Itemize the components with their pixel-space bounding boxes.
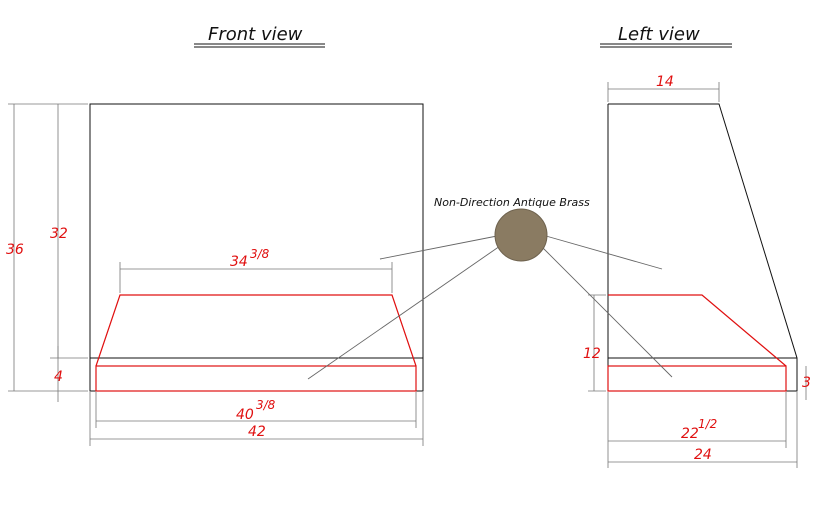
left-trim-slope — [608, 294, 787, 367]
left-view-title: Left view — [618, 24, 700, 45]
leader-line-1 — [379, 235, 498, 260]
leader-line-4 — [542, 247, 673, 378]
leader-line-2 — [307, 245, 501, 380]
front-inner-width-whole: 34 — [230, 254, 248, 270]
left-lower-height: 12 — [583, 346, 601, 362]
left-total-depth: 24 — [694, 447, 712, 463]
left-outline — [607, 103, 798, 392]
front-band-width-whole: 40 — [236, 407, 254, 423]
left-view: 14 12 3 22 1/2 24 — [583, 74, 811, 468]
finish-callout: Non-Direction Antique Brass — [307, 196, 673, 380]
left-top-depth: 14 — [656, 74, 674, 90]
finish-label: Non-Direction Antique Brass — [434, 196, 590, 209]
front-trim-trapezoid — [95, 294, 417, 367]
left-trim-band — [607, 365, 787, 392]
front-total-width: 42 — [248, 424, 266, 440]
front-view: 36 32 4 34 3/8 40 3/8 42 — [6, 103, 424, 446]
left-band-depth-frac: 1/2 — [698, 417, 717, 431]
front-inner-width-frac: 3/8 — [250, 247, 270, 261]
finish-swatch — [494, 208, 548, 262]
front-band-width-frac: 3/8 — [256, 398, 276, 412]
front-trim-band — [95, 365, 417, 392]
front-view-title: Front view — [208, 24, 303, 45]
front-height-total: 36 — [6, 242, 24, 258]
left-band-depth-whole: 22 — [681, 426, 699, 442]
front-height-body: 32 — [50, 226, 68, 242]
leader-line-3 — [545, 235, 663, 270]
front-band-height: 4 — [54, 369, 63, 385]
left-band-height: 3 — [802, 375, 811, 391]
